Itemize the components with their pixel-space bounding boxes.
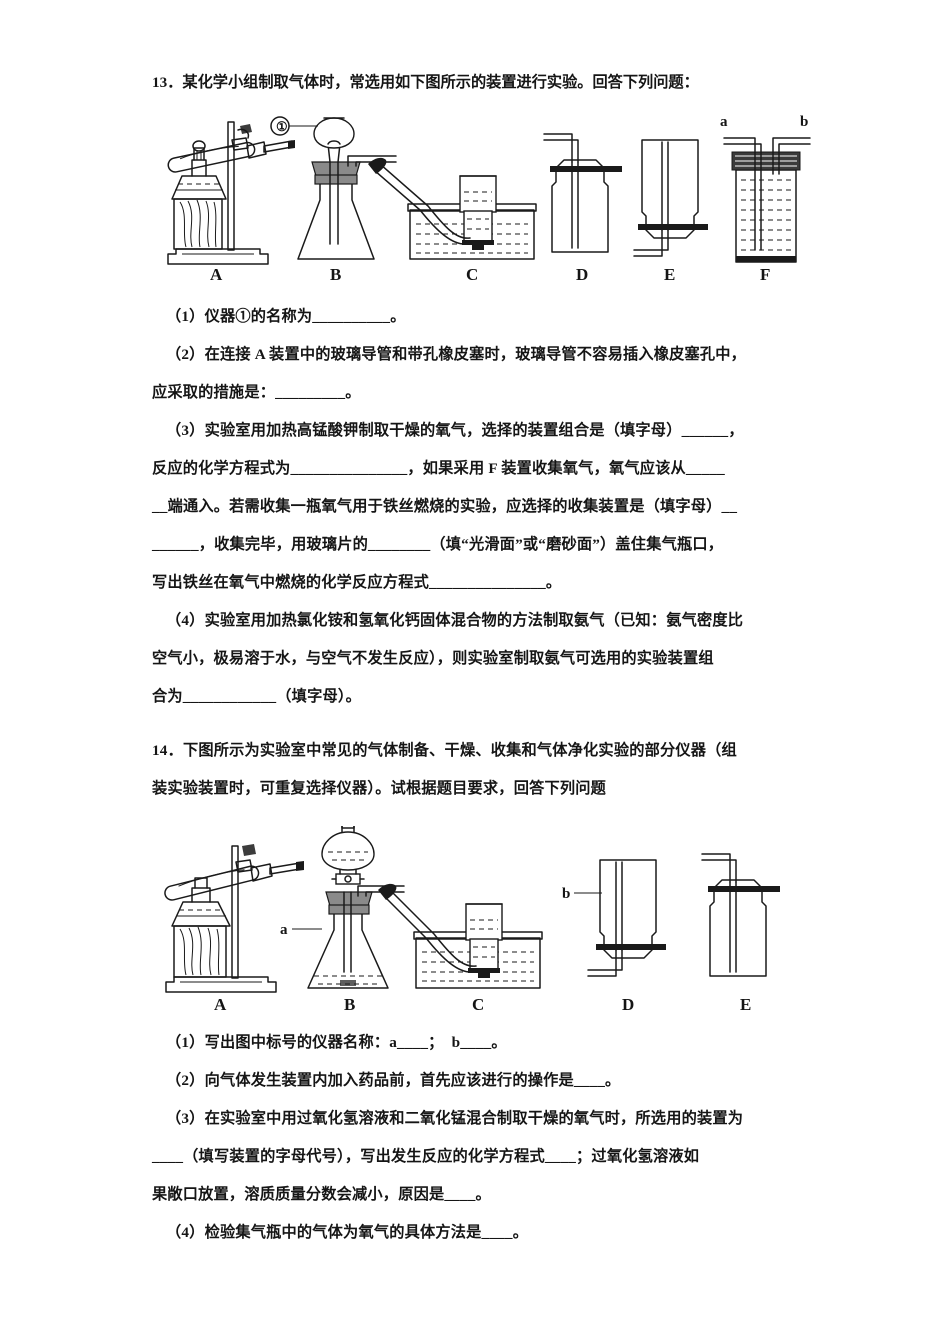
apparatus2-b-dropping-funnel-flask: a B — [280, 826, 405, 1014]
q14-part-3-line3: 果敞口放置，溶质质量分数会减小，原因是____。 — [152, 1186, 491, 1203]
figure-label-A: A — [210, 265, 223, 284]
q14-stem-line1: 14．下图所示为实验室中常见的气体制备、干燥、收集和气体净化实验的部分仪器（组 — [152, 742, 737, 759]
q13-part-4-line3: 合为____________（填字母）。 — [152, 688, 362, 705]
q13-part-2-line1: （2）在连接 A 装置中的玻璃导管和带孔橡皮塞时，玻璃导管不容易插入橡皮塞孔中， — [166, 346, 747, 363]
apparatus-e-inverted-bottle: E — [633, 139, 708, 284]
port-label-b-2: b — [562, 886, 570, 902]
question-14-figure: A — [152, 826, 822, 1016]
q13-part-3-line3: __端通入。若需收集一瓶氧气用于铁丝燃烧的实验，应选择的收集装置是（填字母）__ — [152, 498, 738, 515]
apparatus-f-gas-washing-bottle: a b F — [720, 114, 811, 284]
apparatus-d-collection-bottle: D — [543, 133, 622, 284]
apparatus2-c-water-trough: C — [378, 883, 543, 1014]
port-label-b: b — [800, 114, 808, 130]
apparatus-diagram-set-2: A — [164, 826, 780, 1014]
q13-part-4-line2: 空气小，极易溶于水，与空气不发生反应），则实验室制取氨气可选用的实验装置组 — [152, 650, 714, 667]
callout-label-1: ① — [276, 119, 288, 134]
apparatus-c-water-trough: C — [368, 157, 537, 284]
page-content: 13．某化学小组制取气体时，常选用如下图所示的装置进行实验。回答下列问题： — [152, 68, 822, 1252]
question-13-stem: 13．某化学小组制取气体时，常选用如下图所示的装置进行实验。回答下列问题： — [152, 74, 699, 91]
apparatus-a-heated-test-tube: A — [167, 121, 295, 284]
figure2-label-D: D — [622, 995, 634, 1014]
figure2-label-B: B — [344, 995, 355, 1014]
q13-part-3-line4: ______，收集完毕，用玻璃片的________（填“光滑面”或“磨砂面”）盖… — [152, 536, 724, 553]
q13-part-1: （1）仪器①的名称为__________。 — [166, 308, 406, 325]
apparatus2-d-drying-vessel: b D — [562, 859, 666, 1014]
figure-label-D: D — [576, 265, 588, 284]
figure2-label-E: E — [740, 995, 751, 1014]
q14-part-3-line1: （3）在实验室中用过氧化氢溶液和二氧化锰混合制取干燥的氧气时，所选用的装置为 — [166, 1110, 744, 1127]
apparatus2-e-collection-bottle: E — [701, 853, 780, 1014]
figure2-label-A: A — [214, 995, 227, 1014]
q13-part-4-line1: （4）实验室用加热氯化铵和氢氧化钙固体混合物的方法制取氨气（已知：氨气密度比 — [166, 612, 744, 629]
apparatus-b-gas-generator-flask: ① B — [270, 116, 397, 284]
q14-part-4: （4）检验集气瓶中的气体为氧气的具体方法是____。 — [166, 1224, 529, 1241]
figure-label-E: E — [664, 265, 675, 284]
figure-label-C: C — [466, 265, 478, 284]
port-label-a-2: a — [280, 922, 288, 938]
q14-part-2: （2）向气体发生装置内加入药品前，首先应该进行的操作是____。 — [166, 1072, 621, 1089]
figure-label-F: F — [760, 265, 770, 284]
q13-part-3-line5: 写出铁丝在氧气中燃烧的化学反应方程式_______________。 — [152, 574, 562, 591]
figure-label-B: B — [330, 265, 341, 284]
q14-part-1: （1）写出图中标号的仪器名称：a____； b____。 — [166, 1034, 507, 1051]
apparatus2-a-heated-test-tube: A — [164, 844, 304, 1014]
question-13-figure: A — [152, 104, 822, 284]
port-label-a: a — [720, 114, 728, 130]
figure2-label-C: C — [472, 995, 484, 1014]
q14-stem-line2: 装实验装置时，可重复选择仪器）。试根据题目要求，回答下列问题 — [152, 780, 607, 797]
q13-part-2-line2: 应采取的措施是：_________。 — [152, 384, 361, 401]
q13-part-3-line2: 反应的化学方程式为_______________，如果采用 F 装置收集氧气，氧… — [152, 460, 725, 477]
q14-part-3-line2: ____（填写装置的字母代号），写出发生反应的化学方程式____；过氧化氢溶液如 — [152, 1148, 700, 1165]
apparatus-diagram-set-1: A — [167, 114, 811, 284]
q13-part-3-line1: （3）实验室用加热高锰酸钾制取干燥的氧气，选择的装置组合是（填字母）______… — [166, 422, 744, 439]
